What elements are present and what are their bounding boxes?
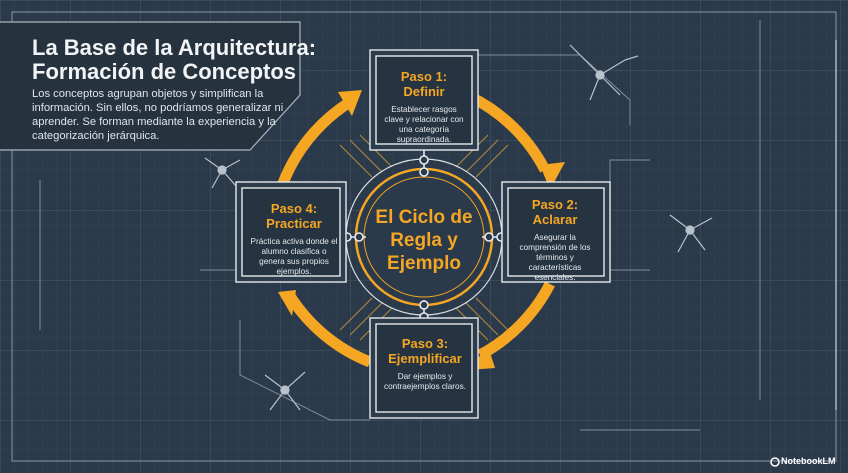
step-4-name: Practicar <box>266 216 322 231</box>
center-line-3: Ejemplo <box>387 253 461 274</box>
center-line-2: Regla y <box>390 230 458 251</box>
step-1-name: Definir <box>403 84 445 99</box>
cycle-center-label: El Ciclo de Regla y Ejemplo <box>368 206 480 275</box>
title-line-1: La Base de la Arquitectura: <box>32 35 317 60</box>
step-2: Paso 2: Aclarar Asegurar la comprensión … <box>512 197 598 283</box>
title-line-2: Formación de Conceptos <box>32 59 297 84</box>
title-panel-frame <box>0 21 301 151</box>
step-1-description: Establecer rasgos clave y relacionar con… <box>384 105 464 144</box>
neuron-icon <box>569 44 639 101</box>
arrow-head-4 <box>338 90 362 116</box>
step-1: Paso 1: Definir Establecer rasgos clave … <box>382 69 466 145</box>
connector-node <box>419 300 429 310</box>
brand-label: NotebookLM <box>781 456 836 466</box>
connector-node <box>419 155 429 165</box>
neuron-icon <box>264 371 306 411</box>
intro-description: Los conceptos agrupan objetos y simplifi… <box>32 88 284 142</box>
step-1-number: Paso 1: <box>400 69 448 84</box>
connector-node <box>484 232 494 242</box>
connector-node <box>419 167 429 177</box>
step-3: Paso 3: Ejemplificar Dar ejemplos y cont… <box>382 336 468 392</box>
arrow-head-3 <box>278 290 296 316</box>
arrow-head-1 <box>540 162 565 190</box>
neuron-icon <box>669 214 713 253</box>
neuron-icon <box>204 157 241 189</box>
step-2-number: Paso 2: <box>531 197 579 212</box>
step-4-number: Paso 4: <box>270 201 318 216</box>
step-4: Paso 4: Practicar Práctica activa donde … <box>248 201 340 277</box>
step-3-name: Ejemplificar <box>388 351 462 366</box>
page-title: La Base de la Arquitectura: Formación de… <box>32 36 317 84</box>
center-line-1: El Ciclo de <box>375 207 473 228</box>
step-3-description: Dar ejemplos y contraejemplos claros. <box>384 372 466 391</box>
circuit-lines <box>339 134 509 341</box>
step-1-title: Paso 1: Definir <box>382 69 466 99</box>
step-2-description: Asegurar la comprensión de los términos … <box>519 233 591 282</box>
connector-node <box>354 232 364 242</box>
step-3-title: Paso 3: Ejemplificar <box>382 336 468 366</box>
step-4-title: Paso 4: Practicar <box>248 201 340 231</box>
step-2-name: Aclarar <box>532 212 578 227</box>
step-2-title: Paso 2: Aclarar <box>512 197 598 227</box>
step-4-description: Práctica activa donde el alumno clasific… <box>250 237 338 276</box>
notebooklm-logo-icon <box>770 457 780 467</box>
step-3-number: Paso 3: <box>401 336 449 351</box>
